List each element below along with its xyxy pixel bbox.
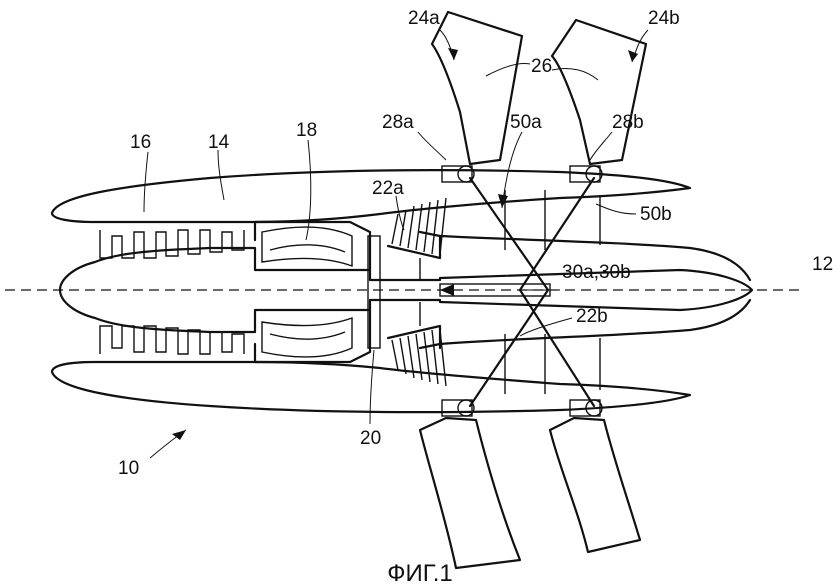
label-24a: 24a	[408, 8, 440, 29]
label-18: 18	[296, 120, 317, 141]
label-20: 20	[360, 428, 381, 449]
label-14: 14	[208, 132, 230, 153]
pitch-rods	[439, 176, 596, 408]
label-24b: 24b	[648, 8, 680, 29]
blade-hubs	[441, 165, 603, 417]
leader-lines	[143, 29, 649, 459]
label-22b: 22b	[576, 306, 608, 327]
nacelle-upper	[50, 169, 692, 224]
combustor-lower	[253, 308, 372, 364]
combustor-upper	[253, 220, 372, 272]
reference-labels: 24a 24b 26 28a 28b 50a 50b 16 14 18 22a …	[118, 8, 833, 479]
compressor-upper	[99, 229, 245, 259]
turbine-blades-upper	[386, 197, 447, 260]
rotor-frame-upper	[419, 190, 601, 280]
turbine-blades-lower	[386, 324, 447, 387]
nacelle-lower	[50, 360, 692, 414]
propeller-blade-24b	[550, 18, 648, 166]
figure-caption: ФИГ.1	[387, 560, 453, 587]
propeller-blade-lower-b	[548, 416, 642, 554]
label-16: 16	[130, 132, 151, 153]
aft-cowl-upper	[418, 230, 752, 282]
label-28b: 28b	[612, 112, 644, 133]
turbine-disk	[367, 235, 381, 349]
propeller-blade-lower-a	[418, 416, 522, 570]
aft-cowl-lower	[418, 298, 752, 350]
rotor-frame-lower	[419, 302, 601, 394]
label-10: 10	[118, 458, 139, 479]
label-26: 26	[531, 56, 552, 77]
propeller-blade-24a	[430, 10, 524, 166]
label-12: 12	[812, 254, 833, 275]
label-50b: 50b	[640, 204, 672, 225]
central-body	[58, 246, 754, 334]
compressor-lower	[99, 325, 245, 355]
label-50a: 50a	[510, 112, 542, 133]
label-30: 30a,30b	[562, 262, 631, 283]
label-22a: 22a	[372, 178, 404, 199]
label-28a: 28a	[382, 112, 414, 133]
